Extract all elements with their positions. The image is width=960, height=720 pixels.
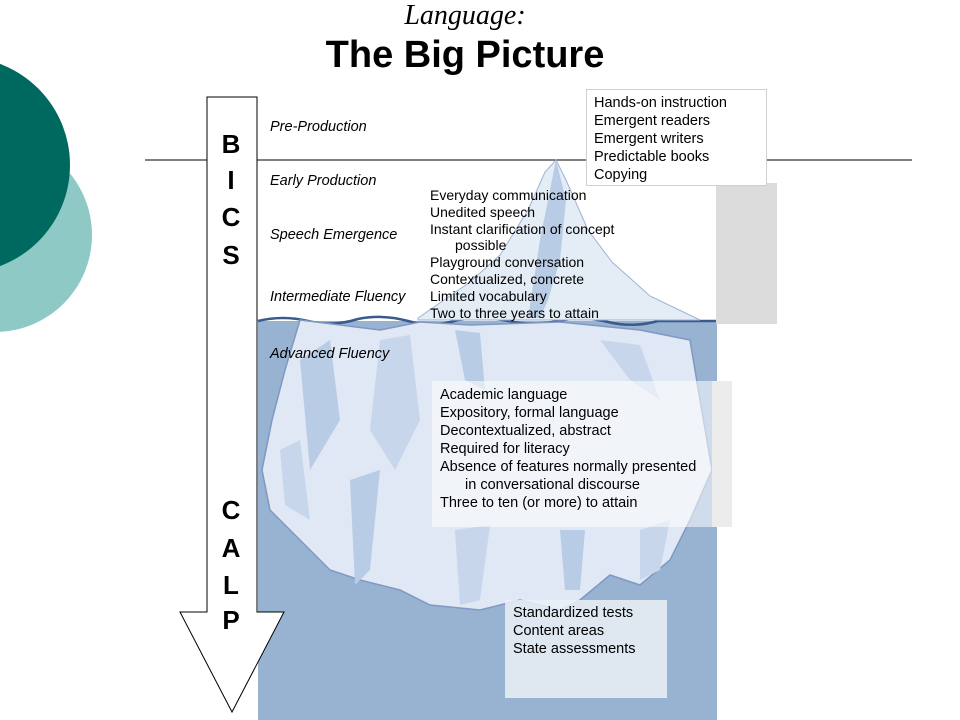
arrow-letter-s: S: [222, 240, 240, 270]
box-top-line: Hands-on instruction: [594, 95, 727, 111]
gray-bar-upper: [716, 183, 777, 324]
calp-line: in conversational discourse: [465, 477, 640, 493]
bics-line: Unedited speech: [430, 203, 536, 220]
tests-line: Content areas: [513, 623, 605, 639]
ice-facet: [455, 525, 490, 605]
calp-line: Decontextualized, abstract: [440, 423, 611, 439]
calp-line: Expository, formal language: [440, 405, 619, 421]
ice-facet: [455, 330, 485, 390]
bics-line: Playground conversation: [430, 254, 585, 271]
teal-dark-circle: [0, 63, 70, 267]
calp-line: Three to ten (or more) to attain: [440, 495, 638, 511]
stage-advanced-fluency: Advanced Fluency: [270, 346, 390, 362]
ice-facet: [280, 440, 310, 520]
ice-facet: [300, 340, 340, 470]
arrow-letter-l: L: [223, 570, 239, 600]
box-top-line: Copying: [594, 167, 648, 183]
calp-traits-box: Academic language Expository, formal lan…: [432, 381, 732, 527]
box-top-line: Predictable books: [594, 149, 710, 165]
tests-line: State assessments: [513, 641, 636, 657]
bics-line: Contextualized, concrete: [430, 270, 585, 287]
ice-facet: [640, 520, 670, 580]
ice-facet: [370, 335, 420, 470]
arrow-letter-c2: C: [221, 495, 241, 525]
tests-line: Standardized tests: [513, 605, 634, 621]
title-language: Language:: [404, 0, 526, 31]
bics-calp-arrow: [179, 96, 285, 714]
stage-pre-production: Pre-Production: [270, 119, 367, 135]
bics-line: Instant clarification of concept: [430, 220, 615, 237]
bics-line: Limited vocabulary: [430, 287, 547, 304]
calp-line: Absence of features normally presented: [440, 459, 697, 475]
stage-speech-emergence: Speech Emergence: [270, 227, 398, 243]
box-top-line: Emergent readers: [594, 113, 711, 129]
ice-facet: [560, 530, 585, 590]
arrow-letter-i: I: [227, 165, 235, 195]
iceberg-tip-shade: [528, 160, 566, 318]
bics-line: Everyday communication: [430, 187, 587, 203]
arrow-letter-a: A: [221, 533, 241, 563]
bics-line: possible: [455, 237, 507, 254]
pre-production-box: Hands-on instruction Emergent readers Em…: [586, 89, 767, 186]
arrow-letter-c: C: [221, 202, 241, 232]
calp-line: Required for literacy: [440, 441, 570, 457]
stage-intermediate-fluency: Intermediate Fluency: [270, 289, 406, 305]
box-top-line: Emergent writers: [594, 131, 704, 147]
title-big-picture: The Big Picture: [325, 34, 605, 76]
calp-line: Academic language: [440, 387, 568, 403]
bics-line: Two to three years to attain: [430, 304, 599, 321]
assessments-box: Standardized tests Content areas State a…: [505, 600, 667, 698]
arrow-letter-b: B: [221, 129, 241, 159]
ice-facet: [350, 470, 380, 585]
stage-early-production: Early Production: [270, 173, 377, 189]
bics-traits-box: Everyday communication Unedited speech I…: [430, 187, 614, 321]
arrow-letter-p: P: [222, 605, 240, 635]
